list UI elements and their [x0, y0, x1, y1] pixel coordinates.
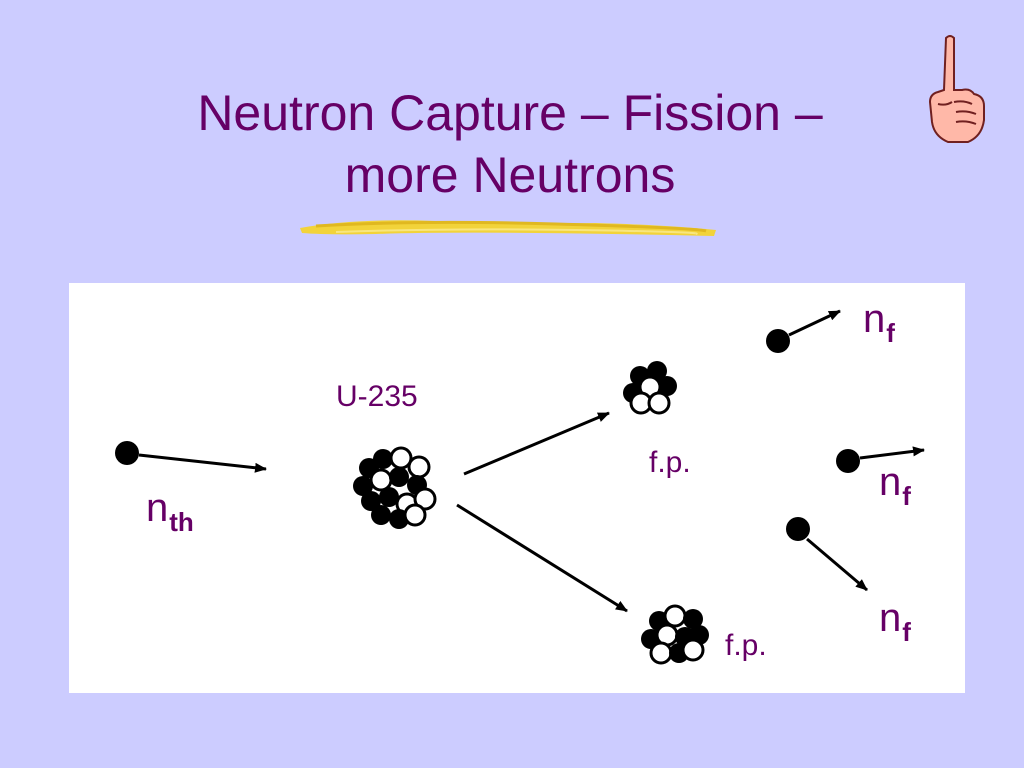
fission-product-label-lower: f.p. [725, 629, 767, 662]
u235-label: U-235 [336, 380, 418, 413]
fission-product-arrow-upper [463, 411, 610, 476]
title-line-2: more Neutrons [344, 147, 676, 203]
title-line-1: Neutron Capture – Fission – [197, 85, 823, 141]
fast-neutron-label-1: nf [863, 297, 895, 348]
fission-product-arrow-lower [456, 503, 628, 613]
emitted-neutron-2 [836, 446, 925, 473]
emitted-neutron-arrow-3 [806, 537, 868, 592]
slide-title: Neutron Capture – Fission – more Neutron… [100, 82, 920, 206]
fission-product-nucleus-upper [623, 361, 677, 415]
fission-diagram-panel: nth U-235 f.p. f.p. nf nf nf [69, 283, 965, 693]
title-underline-brushstroke [300, 220, 716, 236]
thermal-neutron-label: nth [146, 486, 194, 537]
fission-product-label-upper: f.p. [649, 446, 691, 479]
fast-neutron-label-2: nf [879, 460, 911, 511]
fission-diagram [115, 309, 925, 665]
emitted-neutron-arrow-1 [788, 309, 841, 337]
emitted-neutron-1 [766, 309, 841, 353]
fast-neutron-label-3: nf [879, 596, 911, 647]
emitted-neutron-3 [786, 517, 868, 592]
pointing-finger-icon [928, 35, 985, 143]
u235-nucleus [353, 446, 437, 529]
emitted-neutron-arrow-2 [859, 446, 925, 460]
fission-product-nucleus-lower [641, 604, 709, 665]
incoming-neutron-arrow [138, 453, 267, 473]
incoming-thermal-neutron [115, 441, 267, 473]
